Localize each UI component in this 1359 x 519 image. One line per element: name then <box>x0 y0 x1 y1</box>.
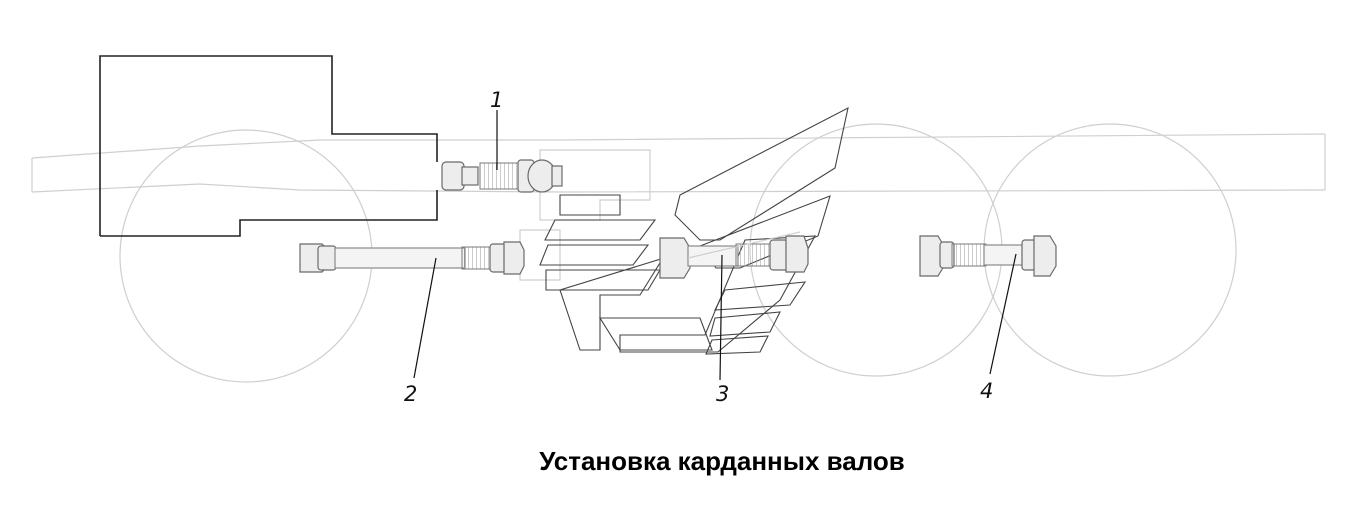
leader-line-3 <box>719 254 723 381</box>
callout-label-4: 4 <box>980 379 993 403</box>
callout-label-1: 1 <box>490 88 503 112</box>
leader-line-4 <box>989 253 1017 375</box>
cardan-shaft-4 <box>919 235 1057 277</box>
diagram-title: Установка карданных валов <box>539 446 905 476</box>
cardan-shaft-2 <box>299 241 525 275</box>
cardan-shaft-1 <box>441 159 563 193</box>
chassis-frame <box>31 133 1326 193</box>
cardan-shaft-3 <box>659 231 809 279</box>
callout-label-3: 3 <box>716 382 729 406</box>
brand-emblem <box>539 106 849 355</box>
leader-line-2 <box>413 257 437 379</box>
cab-outline <box>99 55 438 237</box>
callout-label-2: 2 <box>404 382 417 406</box>
